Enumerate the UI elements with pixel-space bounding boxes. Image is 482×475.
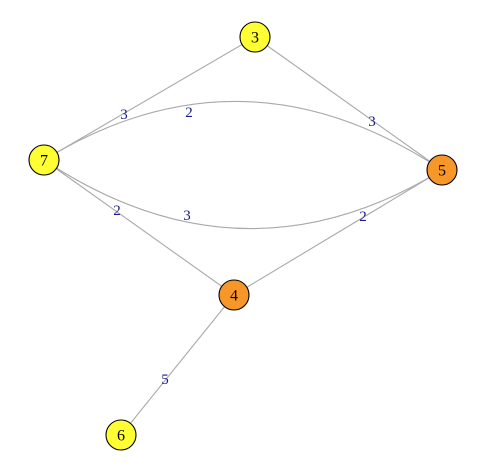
edge-label-7-5-upper: 2: [185, 105, 193, 121]
node-6: 6: [105, 419, 137, 451]
edge-7-5-upper: [43, 100, 443, 171]
node-3-label: 3: [251, 30, 259, 47]
node-6-label: 6: [117, 428, 125, 445]
node-5-label: 5: [438, 163, 446, 180]
edge-7-3: [43, 36, 256, 161]
edge-4-5: [233, 169, 443, 296]
edge-label-4-6: 5: [161, 372, 169, 388]
edge-label-7-5-lower: 3: [183, 208, 191, 224]
edge-3-5: [254, 36, 443, 171]
node-6-circle: [105, 419, 137, 451]
node-4-circle: [218, 279, 250, 311]
edge-7-4: [43, 159, 235, 296]
node-7-label: 7: [40, 153, 48, 170]
node-4: 4: [218, 279, 250, 311]
edge-label-3-5: 3: [368, 114, 376, 130]
node-5: 5: [426, 154, 458, 186]
edge-labels: 3 3 2 3 2 2 5: [113, 105, 376, 388]
edge-7-5-lower: [43, 159, 443, 230]
edge-4-6: [120, 294, 235, 436]
edges: [43, 36, 443, 436]
node-3: 3: [239, 21, 271, 53]
edge-label-4-5: 2: [359, 209, 367, 225]
node-4-label: 4: [230, 288, 238, 305]
node-7: 7: [28, 144, 60, 176]
nodes: 3 7 5 4 6: [28, 21, 458, 451]
node-3-circle: [239, 21, 271, 53]
node-5-circle: [426, 154, 458, 186]
node-7-circle: [28, 144, 60, 176]
edge-label-7-3: 3: [120, 107, 128, 123]
edge-label-7-4: 2: [113, 203, 121, 219]
